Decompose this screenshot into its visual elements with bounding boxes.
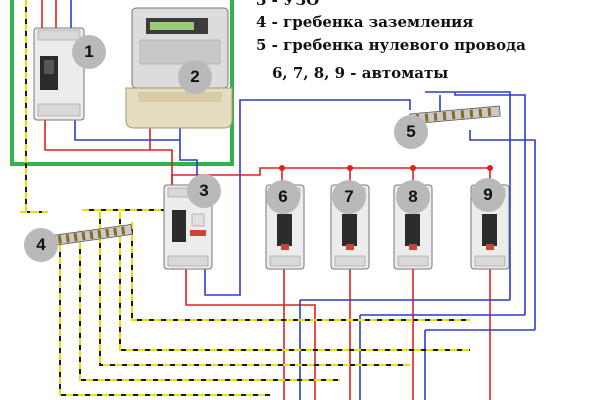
marker-4: 4 (24, 228, 58, 262)
marker-8: 8 (396, 180, 430, 214)
phase-junctions (279, 165, 493, 171)
marker-3: 3 (187, 174, 221, 208)
marker-7: 7 (332, 180, 366, 214)
legend-line-5: 5 - гребенка нулевого провода (256, 36, 526, 54)
marker-1: 1 (72, 35, 106, 69)
meter-enclosure (10, 0, 234, 166)
marker-5: 5 (394, 115, 428, 149)
ground-wires-dash (20, 0, 470, 396)
neutral-busbar (409, 105, 501, 125)
legend-line-4: 4 - гребенка заземления (256, 13, 474, 31)
phase-wires (41, 0, 491, 400)
marker-6: 6 (266, 180, 300, 214)
main-breaker (33, 27, 85, 121)
legend-line-3: 3 - УЗО (256, 0, 320, 9)
electricity-meter (125, 7, 233, 129)
marker-2: 2 (178, 60, 212, 94)
legend-line-6: 6, 7, 8, 9 - автоматы (272, 64, 449, 82)
marker-9: 9 (471, 178, 505, 212)
neutral-wires (70, 0, 536, 400)
